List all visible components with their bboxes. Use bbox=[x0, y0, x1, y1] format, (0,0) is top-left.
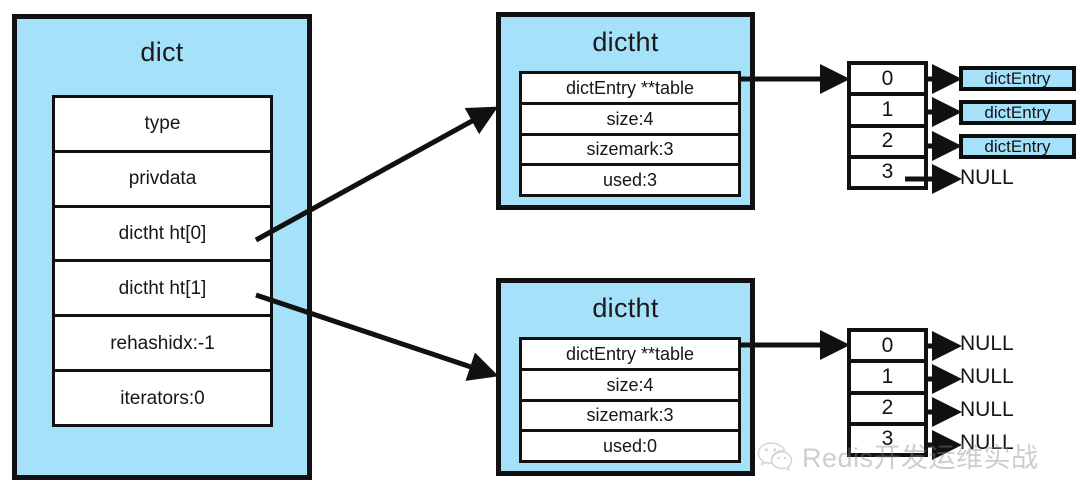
dictht0-field-table: dictEntry **table size:4 sizemark:3 used… bbox=[519, 71, 741, 197]
ht1-bucket-3: 3 bbox=[881, 427, 894, 451]
dict-field-privdata: privdata bbox=[55, 152, 270, 208]
dict-field-type: type bbox=[55, 98, 270, 153]
dictht1-field-used: used:0 bbox=[522, 432, 738, 460]
dict-struct-title: dict bbox=[140, 37, 184, 67]
dict-struct-box: dict type privdata dictht ht[0] dictht h… bbox=[12, 14, 312, 480]
dictht0-struct-box: dictht dictEntry **table size:4 sizemark… bbox=[496, 12, 755, 210]
ht1-null-label-1: NULL bbox=[960, 365, 1014, 388]
ht0-dictentry-node-2: dictEntry bbox=[959, 134, 1076, 159]
ht0-bucket-1: 1 bbox=[851, 96, 924, 128]
dict-field-iterators: iterators:0 bbox=[55, 372, 270, 424]
dict-field-ht1: dictht ht[1] bbox=[55, 262, 270, 318]
dictht1-struct-title: dictht bbox=[592, 293, 659, 323]
ht1-bucket-table: 0 1 2 3 bbox=[847, 328, 928, 457]
ht1-bucket-1: 1 bbox=[851, 363, 924, 395]
ht0-bucket-2: 2 bbox=[851, 128, 924, 159]
dict-field-table: type privdata dictht ht[0] dictht ht[1] … bbox=[52, 95, 273, 427]
ht0-dictentry-node-1: dictEntry bbox=[959, 100, 1076, 125]
dictht1-field-size: size:4 bbox=[522, 370, 738, 402]
dictht0-field-used: used:3 bbox=[522, 166, 738, 194]
dictht0-field-size: size:4 bbox=[522, 104, 738, 136]
dict-field-ht0: dictht ht[0] bbox=[55, 207, 270, 263]
ht0-dictentry-node-0: dictEntry bbox=[959, 66, 1076, 91]
ht0-bucket-0: 0 bbox=[851, 65, 924, 97]
dict-field-rehashidx: rehashidx:-1 bbox=[55, 317, 270, 373]
ht1-bucket-2: 2 bbox=[851, 395, 924, 426]
dictht1-field-table-ptr: dictEntry **table bbox=[522, 340, 738, 371]
dictht0-struct-title: dictht bbox=[592, 27, 659, 57]
ht1-null-label-0: NULL bbox=[960, 332, 1014, 355]
ht1-null-label-2: NULL bbox=[960, 398, 1014, 421]
ht0-bucket-3: 3 bbox=[881, 160, 894, 184]
wechat-icon bbox=[757, 441, 793, 471]
ht0-null-label-3: NULL bbox=[960, 166, 1014, 189]
dictht1-field-table: dictEntry **table size:4 sizemark:3 used… bbox=[519, 337, 741, 463]
dictht0-field-table-ptr: dictEntry **table bbox=[522, 74, 738, 105]
ht1-bucket-0: 0 bbox=[851, 332, 924, 364]
ht1-null-label-3: NULL bbox=[960, 431, 1014, 454]
dictht1-struct-box: dictht dictEntry **table size:4 sizemark… bbox=[496, 278, 755, 476]
ht0-bucket-table: 0 1 2 3 bbox=[847, 61, 928, 190]
dictht1-field-sizemark: sizemark:3 bbox=[522, 401, 738, 433]
dictht0-field-sizemark: sizemark:3 bbox=[522, 135, 738, 167]
